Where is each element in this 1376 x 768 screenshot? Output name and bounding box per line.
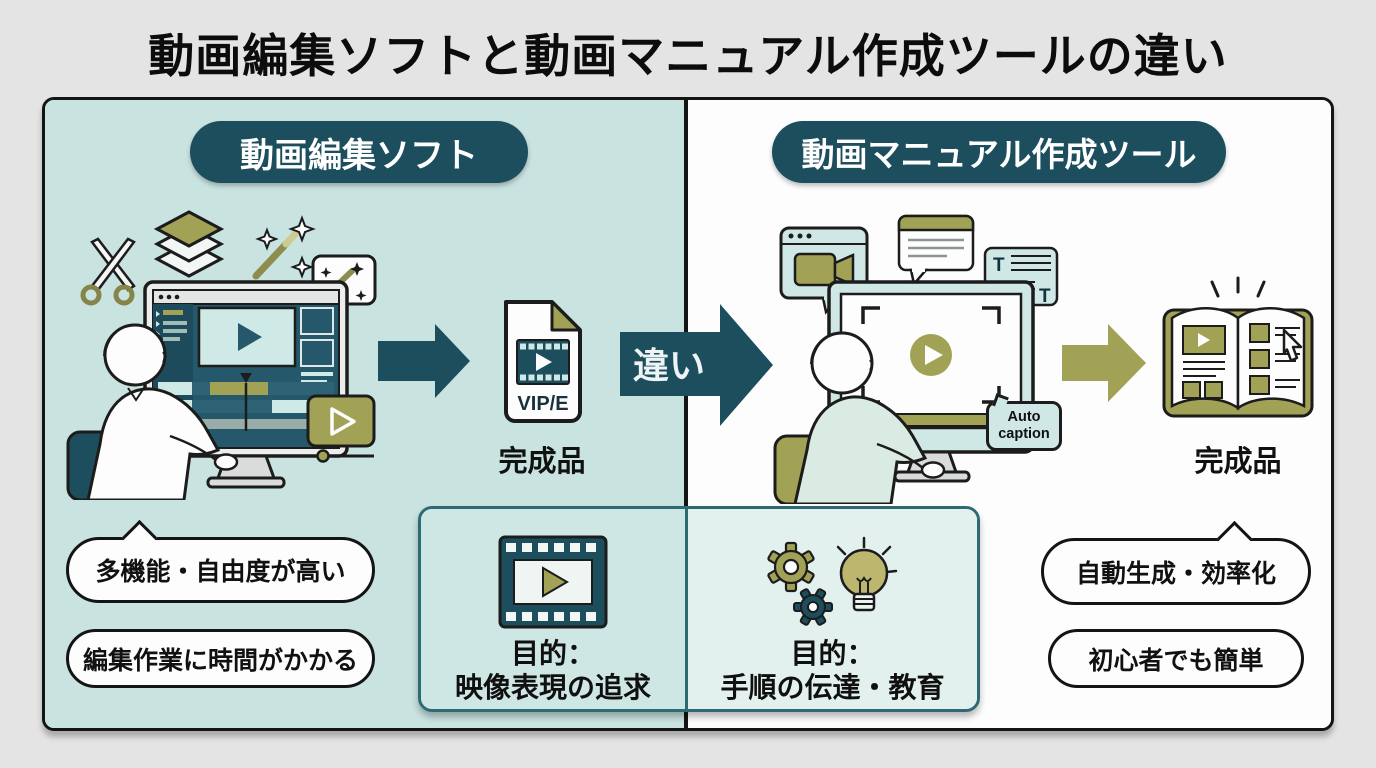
magic-wand-icon [252, 215, 316, 280]
layers-icon [153, 210, 225, 278]
left-finished-product-label: 完成品 [498, 446, 586, 478]
purpose-left-cell: 目的： 映像表現の追求 [421, 509, 688, 709]
auto-caption-label: Auto caption [998, 409, 1050, 442]
panel-divider [684, 97, 688, 731]
lightbulb-icon [836, 536, 897, 612]
gears-lightbulb-icon [766, 536, 897, 626]
timeline [158, 373, 334, 431]
left-panel-header: 動画編集ソフト [190, 121, 528, 183]
purpose-prefix: 目的： [510, 638, 595, 669]
gear-large [766, 541, 815, 593]
scissors-icon [80, 237, 136, 306]
right-feature-bubble-2: 初心者でも簡単 [1048, 629, 1304, 688]
text-letter: T [1039, 286, 1051, 307]
purpose-prefix: 目的： [790, 638, 875, 669]
video-clip-thumbnail [306, 394, 376, 448]
purpose-label: 手順の伝達・教育 [720, 672, 945, 704]
sparkle-lines [1210, 276, 1266, 298]
right-flow-arrow [1062, 324, 1146, 402]
bubble-text: 初心者でも簡単 [1088, 646, 1264, 675]
cursor-icon [1282, 328, 1303, 362]
play-icon [238, 323, 262, 351]
bubble-text: 編集作業に時間がかかる [82, 646, 358, 675]
left-feature-bubble-2: 編集作業に時間がかかる [66, 629, 375, 688]
purpose-right-text: 目的： 手順の伝達・教育 [720, 637, 944, 705]
purpose-box: 目的： 映像表現の追求 [418, 506, 980, 712]
editor-person [66, 323, 239, 500]
video-file-icon: VIP/E [504, 300, 582, 423]
video-editing-illustration [66, 210, 377, 500]
difference-arrow: 違い [620, 304, 773, 426]
playhead-marker [240, 373, 252, 383]
left-flow-arrow [378, 324, 470, 398]
bubble-text: 自動生成・効率化 [1075, 559, 1276, 588]
play-icon [536, 353, 552, 371]
purpose-label: 映像表現の追求 [454, 672, 651, 704]
purpose-left-text: 目的： 映像表現の追求 [455, 637, 651, 705]
left-feature-bubble-1: 多機能・自由度が高い [66, 519, 375, 603]
text-letter: T [993, 255, 1005, 276]
film-strip-icon [498, 535, 608, 629]
hand-mouse [920, 461, 946, 479]
hair [103, 323, 163, 357]
manual-tool-illustration: T T [773, 214, 1059, 504]
purpose-right-cell: 目的： 手順の伝達・教育 [688, 509, 977, 709]
hand-mouse [213, 453, 239, 471]
right-panel-header: 動画マニュアル作成ツール [772, 121, 1226, 183]
bubble-text: 多機能・自由度が高い [95, 558, 346, 586]
manual-book-icon [1162, 276, 1314, 418]
timeline-slider [308, 449, 374, 463]
auto-caption-bubble: Auto caption [986, 393, 1062, 451]
tool-person [773, 331, 946, 504]
file-type-label: VIP/E [517, 393, 568, 415]
right-feature-bubble-1: 自動生成・効率化 [1041, 520, 1311, 605]
right-finished-product-label: 完成品 [1194, 446, 1282, 478]
comment-bubble-icon [897, 214, 975, 287]
video-camera-icon [793, 252, 855, 287]
gear-small [792, 588, 833, 626]
page-title: 動画編集ソフトと動画マニュアル作成ツールの違い [148, 30, 1228, 82]
difference-arrow-label: 違い [633, 345, 705, 386]
hair [810, 331, 870, 365]
